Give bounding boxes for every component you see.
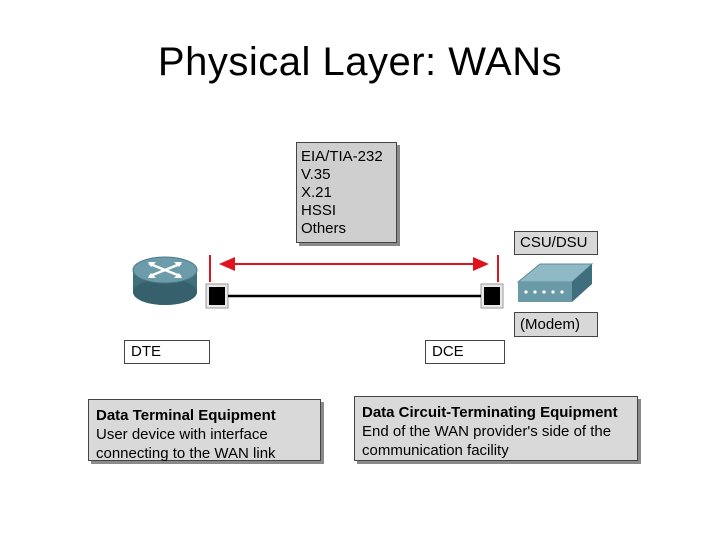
dte-description-line: User device with interface [96, 426, 268, 443]
csu-dsu-label: CSU/DSU [514, 231, 598, 255]
standard-item: V.35 [301, 166, 331, 183]
dce-description-box: Data Circuit-Terminating Equipment End o… [354, 396, 638, 461]
interface-standards-box: EIA/TIA-232 V.35 X.21 HSSI Others [296, 142, 397, 243]
standard-item: HSSI [301, 202, 337, 219]
dce-label: DCE [425, 340, 505, 364]
page-title: Physical Layer: WANs [157, 40, 563, 84]
dce-description-heading: Data Circuit-Terminating Equipment [362, 404, 618, 421]
dte-description-heading: Data Terminal Equipment [96, 407, 276, 424]
standard-item: Others [301, 220, 347, 237]
standard-item: X.21 [301, 184, 332, 201]
interface-arrow [219, 257, 489, 271]
csu-dsu-icon [516, 263, 594, 302]
standard-item: EIA/TIA-232 [301, 148, 383, 165]
dte-description-box: Data Terminal Equipment User device with… [88, 399, 321, 462]
dce-description-line: communication facility [362, 442, 509, 459]
dte-description-line: connecting to the WAN link [96, 445, 276, 462]
modem-label: (Modem) [514, 312, 598, 337]
dce-description-line: End of the WAN provider's side of the [362, 423, 612, 440]
dte-label: DTE [124, 340, 210, 364]
router-icon [132, 256, 198, 305]
